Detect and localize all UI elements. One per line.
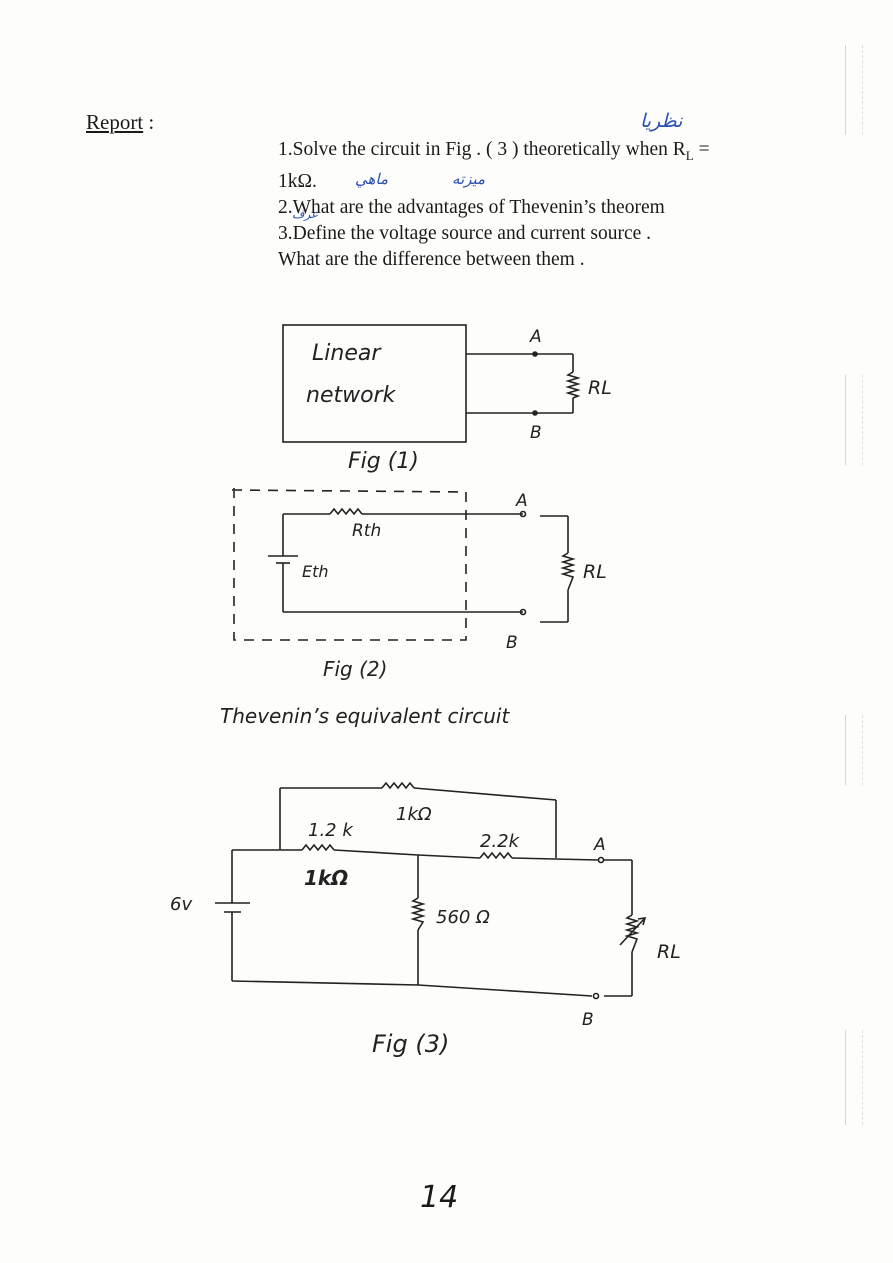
fig3-caption: Fig (3) (372, 1030, 449, 1058)
fig3-resistor-2-2k (479, 851, 513, 860)
fig2-dashed-boundary (231, 488, 467, 641)
question-2: 2.What are the advantages of Thevenin’s … (278, 196, 665, 218)
fig3-diagram (215, 781, 647, 1000)
fig3-r-right-label: 2.2k (480, 831, 521, 852)
fig1-diagram (282, 324, 581, 443)
annotation-q1: ماهي (355, 170, 389, 188)
scan-edge-mark (845, 45, 863, 135)
fig1-network-box (282, 324, 467, 443)
fig1-terminal-b-dot (532, 410, 538, 416)
question-list: 1.Solve the circuit in Fig . ( 3 ) theor… (278, 137, 838, 273)
fig1-terminal-b-label: B (530, 423, 542, 443)
fig3-terminal-b-label: B (582, 1010, 594, 1030)
annotation-q2: ميزته (452, 170, 486, 188)
annotation-q3: عرف (292, 207, 319, 221)
question-1-subscript: L (685, 147, 694, 163)
question-1-cont: 1kΩ. (278, 170, 317, 192)
fig1-terminal-a-label: A (529, 327, 542, 347)
question-1: 1.Solve the circuit in Fig . ( 3 ) theor… (278, 137, 838, 169)
fig3-wire-to-a (511, 857, 599, 861)
fig2-diagram (231, 488, 576, 641)
fig3-source-label: 6v (170, 894, 192, 915)
fig3-wire-mid (333, 849, 419, 856)
scan-edge-mark (845, 715, 863, 785)
fig3-resistor-1-2k (301, 843, 335, 852)
question-1-equals: = (693, 139, 710, 160)
fig2-rth-resistor (329, 507, 363, 516)
fig3-wire-bottom-left (231, 980, 419, 986)
fig3-terminal-a-dot (597, 856, 605, 864)
fig3-r-left-note: 1kΩ (304, 866, 348, 890)
fig2-rth-label: Rth (352, 521, 381, 541)
fig2-load-resistor (560, 552, 576, 591)
scan-edge-mark (845, 1030, 863, 1125)
fig3-load-arrow-head (637, 917, 647, 926)
report-heading-colon: : (143, 110, 155, 134)
fig3-r-top-label: 1kΩ (396, 804, 432, 825)
fig3-load-label: RL (657, 941, 681, 963)
page-number: 14 (420, 1180, 459, 1215)
fig2-terminal-b-dot (519, 608, 527, 616)
fig2-terminal-b-label: B (506, 633, 518, 653)
annotation-top: نظريا (640, 110, 683, 132)
fig1-caption: Fig (1) (348, 449, 419, 474)
fig2-terminal-a-dot (519, 510, 527, 518)
report-heading-text: Report (86, 110, 144, 134)
question-1-text: 1.Solve the circuit in Fig . ( 3 ) theor… (278, 139, 686, 160)
fig2-eth-label: Eth (302, 562, 329, 581)
fig3-resistor-1k (381, 781, 415, 790)
fig1-load-label: RL (588, 377, 612, 399)
fig2-subtitle: Thevenin’s equivalent circuit (220, 704, 510, 728)
fig3-wire-top-right (413, 787, 557, 801)
fig3-resistor-560 (410, 897, 426, 931)
fig1-box-label-1: Linear (312, 341, 382, 366)
question-3-cont: What are the difference between them . (278, 248, 585, 270)
fig3-r-middle-label: 560 Ω (436, 907, 490, 928)
fig1-box-label-2: network (306, 383, 397, 408)
fig1-load-resistor (565, 371, 581, 399)
question-3: 3.Define the voltage source and current … (278, 222, 652, 244)
fig3-terminal-b-dot (592, 992, 600, 1000)
fig3-terminal-a-label: A (593, 835, 606, 855)
fig3-load-resistor (624, 914, 640, 953)
fig3-r-left-label: 1.2 k (308, 820, 354, 841)
fig2-load-label: RL (583, 561, 607, 583)
fig1-terminal-a-dot (532, 351, 538, 357)
fig2-caption: Fig (2) (323, 657, 387, 681)
fig3-load-variable-arrow (619, 917, 646, 946)
scan-edge-mark (845, 375, 863, 465)
report-heading: Report : (86, 110, 154, 135)
fig3-wire-bottom-right (417, 984, 593, 997)
fig3-wire-mid-right (417, 854, 481, 859)
fig2-terminal-a-label: A (515, 491, 528, 511)
